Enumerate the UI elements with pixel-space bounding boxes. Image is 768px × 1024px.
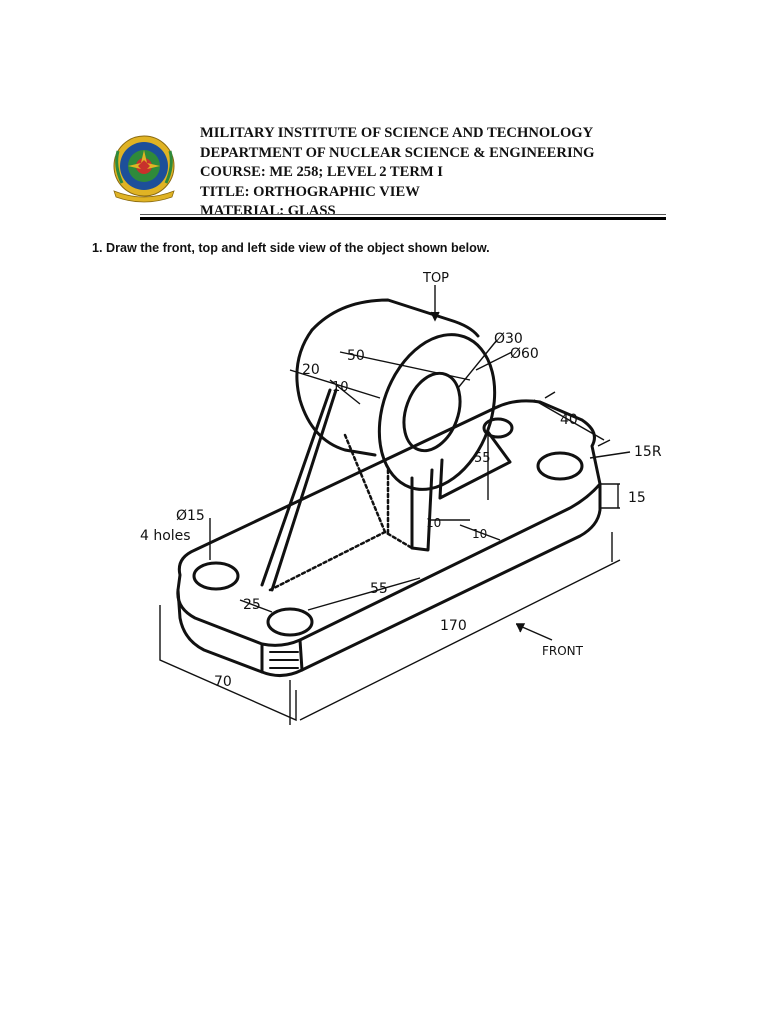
dim-hole-offset: 25	[243, 597, 261, 613]
base-top-face	[176, 399, 602, 647]
label-front: FRONT	[542, 644, 584, 658]
dim-hole-count: 4 holes	[140, 528, 191, 544]
dim-web-b: 10	[472, 527, 487, 541]
isometric-drawing: TOP Ø30 Ø60 50 20 10 40 15R 15 Ø15 4 hol…	[140, 271, 662, 725]
hole-front-left	[192, 561, 240, 591]
dim-bore: Ø30	[494, 331, 523, 347]
dim-web-a: 10	[426, 516, 441, 530]
dim-rib-offset: 20	[302, 362, 320, 378]
dim-corner-radius: 15R	[634, 444, 662, 460]
dim-base-thickness: 15	[628, 490, 646, 506]
dim-length: 170	[440, 618, 467, 634]
label-top: TOP	[422, 271, 449, 286]
dim-width: 70	[214, 674, 232, 690]
dim-boss: Ø60	[510, 346, 539, 362]
base-front-face	[176, 482, 602, 677]
dim-hole-dia: Ø15	[176, 508, 205, 524]
document-header: MILITARY INSTITUTE OF SCIENCE AND TECHNO…	[200, 124, 670, 222]
dim-rib-length: 55	[370, 581, 388, 597]
bore	[402, 371, 462, 453]
dim-rib-thickness: 10	[332, 380, 349, 395]
course-line: COURSE: ME 258; LEVEL 2 TERM I	[200, 164, 443, 180]
boss-body	[310, 298, 480, 338]
department-name: DEPARTMENT OF NUCLEAR SCIENCE & ENGINEER…	[200, 144, 595, 161]
support-rib	[260, 388, 338, 592]
dim-height: 55	[474, 451, 491, 466]
hole-back-left	[482, 417, 514, 439]
question-text: 1. Draw the front, top and left side vie…	[92, 241, 490, 255]
header-rule	[140, 217, 666, 220]
dim-slot-width: 40	[560, 412, 578, 428]
hole-front-right	[266, 607, 314, 637]
header-rule-thin	[140, 214, 666, 215]
institute-name: MILITARY INSTITUTE OF SCIENCE AND TECHNO…	[200, 125, 594, 141]
hole-back-right	[536, 451, 584, 481]
dim-boss-length: 50	[347, 348, 365, 364]
material-line: MATERIAL: GLASS	[200, 203, 336, 219]
boss-front-face	[377, 333, 497, 491]
title-line: TITLE: ORTHOGRAPHIC VIEW	[200, 183, 420, 200]
institute-logo	[113, 135, 175, 203]
